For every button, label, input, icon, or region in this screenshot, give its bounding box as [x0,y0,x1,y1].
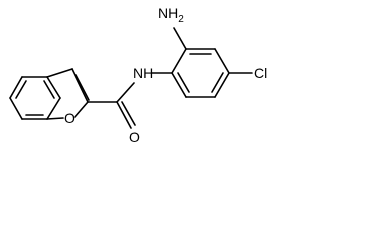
bond [71,68,89,103]
bond-double-inner [211,72,224,93]
amide-nh-label: NH [133,65,153,81]
bond [46,97,61,120]
structure-diagram: O O NH NH2 Cl [9,5,268,145]
amine-label-subscript: 2 [178,14,184,25]
amine-label-main: NH [158,5,178,21]
benzene-ring-left [9,76,61,120]
bond-double-inner [75,74,90,101]
bond [9,76,23,99]
bond-double-inner [177,72,190,93]
bond [46,76,61,99]
bond-double [121,101,136,126]
bond [9,97,23,120]
bond-double-inner [43,80,55,99]
bond [171,72,187,98]
bond [116,101,132,129]
bond [214,48,230,74]
chlorine-label: Cl [254,65,267,81]
bond [46,68,73,78]
amide-group [87,72,173,129]
benzene-ring-right [171,27,253,98]
furan-oxygen-label: O [64,110,75,126]
furan-ring [46,68,90,120]
amine-label: NH2 [158,5,184,25]
bond-to-amine [173,27,187,50]
bond [214,72,230,98]
bond-double-inner [15,80,27,99]
carbonyl-oxygen-label: O [129,129,140,145]
bond [46,117,64,120]
bond [116,82,135,103]
bond [74,101,89,118]
bond [171,48,187,74]
molecule-drawing: O O NH NH2 Cl [9,5,267,145]
